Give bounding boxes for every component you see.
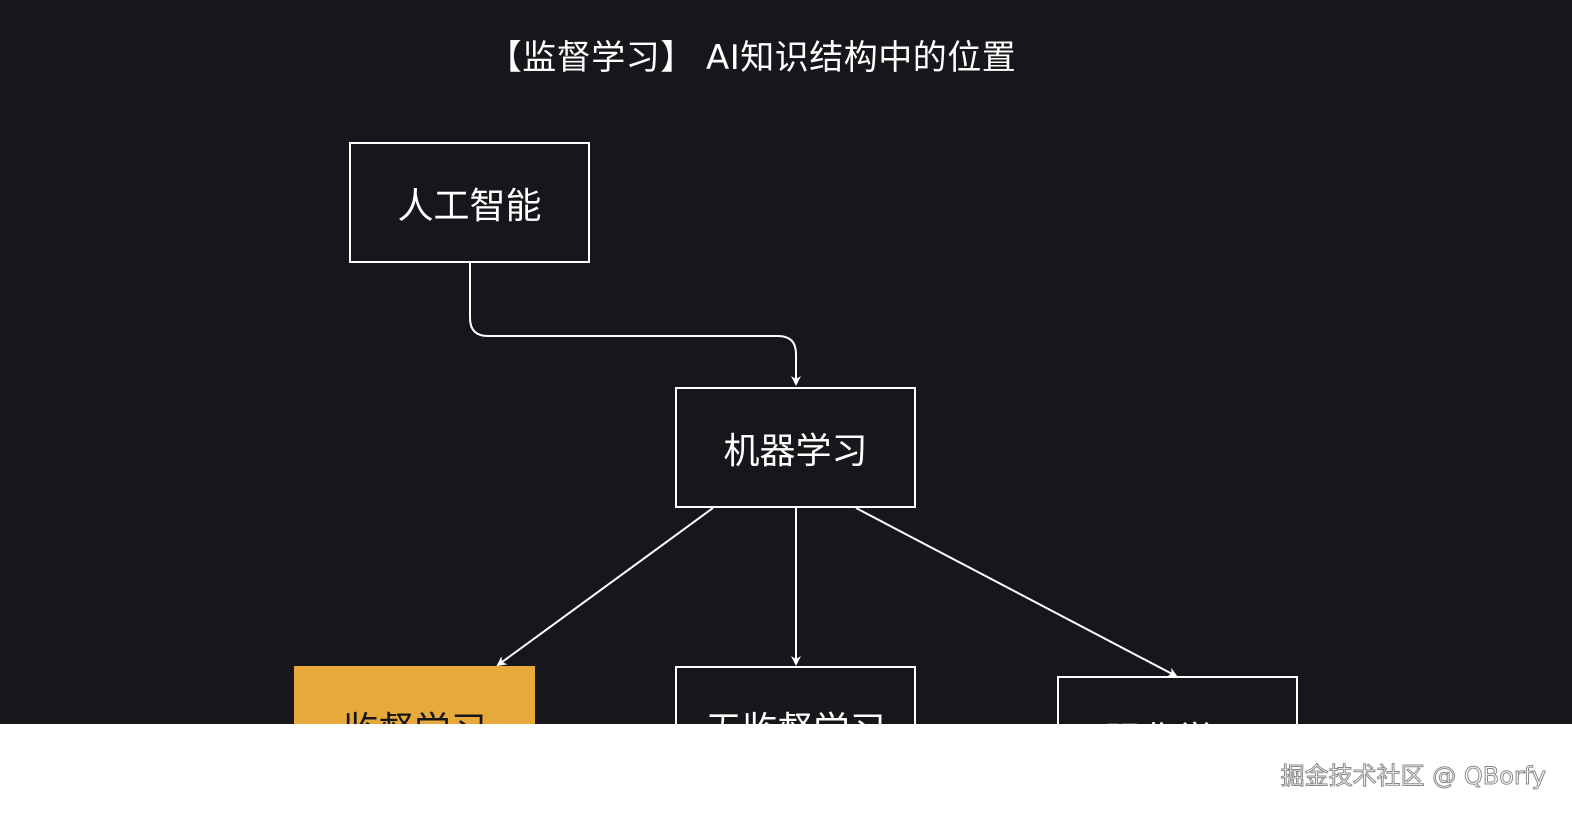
edge-ai-to-ml <box>469 262 801 386</box>
diagram-canvas: 【监督学习】 AI知识结构中的位置 人工智能 机器学习 监督学习 无监督学习 <box>0 0 1572 724</box>
node-supervised-learning: 监督学习 <box>294 666 535 724</box>
node-unsupervised-learning: 无监督学习 <box>675 666 916 724</box>
node-artificial-intelligence: 人工智能 <box>349 142 590 263</box>
node-label: 人工智能 <box>397 185 542 227</box>
edge-ml-to-reinforcement <box>855 507 1178 677</box>
node-label: 机器学习 <box>723 430 868 472</box>
node-label: 监督学习 <box>342 701 486 725</box>
edge-ml-to-supervised <box>496 507 714 667</box>
edges-layer <box>469 262 1178 677</box>
watermark: 掘金技术社区 @ QBorfy <box>1280 762 1546 791</box>
node-label: 无监督学习 <box>705 701 885 725</box>
node-reinforcement-learning: 强化学习 <box>1057 676 1298 724</box>
diagram-title: 【监督学习】 AI知识结构中的位置 <box>487 38 1017 78</box>
node-label: 强化学习 <box>1105 711 1249 725</box>
node-machine-learning: 机器学习 <box>675 387 916 508</box>
